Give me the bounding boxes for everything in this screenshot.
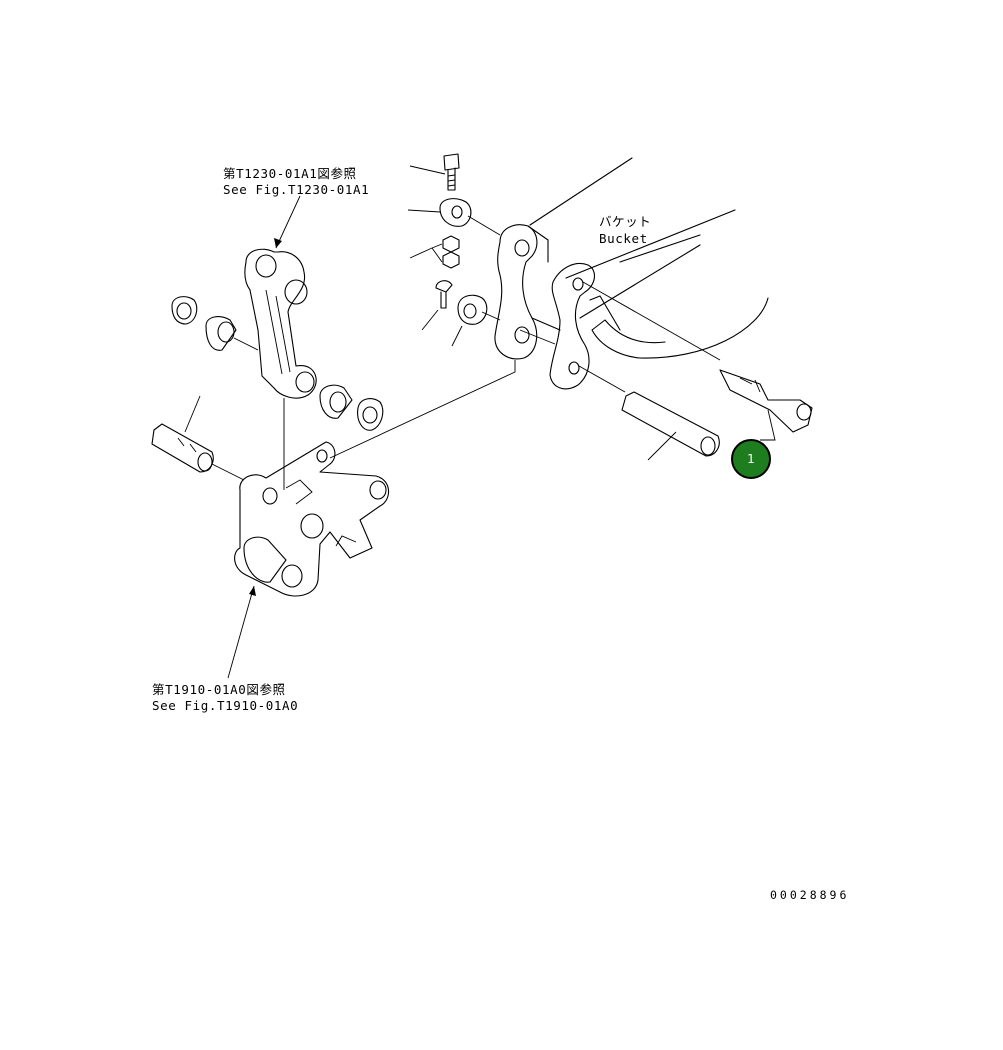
upper-seals-and-bushings <box>171 296 384 490</box>
bucket-bracket-plate <box>519 263 721 393</box>
flanged-bushing <box>451 294 501 347</box>
spacer <box>407 198 501 236</box>
pin <box>421 280 453 331</box>
bolt <box>409 153 460 191</box>
drawing-code: 00028896 <box>770 888 850 902</box>
bucket-jp-label: バケット <box>599 214 652 229</box>
leader-arrows <box>227 195 301 679</box>
bucket-en-label: Bucket <box>599 231 648 246</box>
upper-link <box>244 248 317 399</box>
part-callout-1[interactable]: 1 <box>731 439 771 479</box>
lower-pin <box>151 395 245 481</box>
ref-bottom-jp-label: 第T1910-01A0図参照 <box>152 682 286 697</box>
pin-assembly-1 <box>621 369 813 461</box>
lower-link-assembly <box>234 441 390 597</box>
ref-bottom-en-label: See Fig.T1910-01A0 <box>152 698 299 713</box>
bucket-outline <box>529 157 769 359</box>
bucket-link-plate <box>329 224 561 459</box>
ref-top-jp-label: 第T1230-01A1図参照 <box>223 166 357 181</box>
nuts <box>409 235 460 269</box>
ref-top-en-label: See Fig.T1230-01A1 <box>223 182 370 197</box>
